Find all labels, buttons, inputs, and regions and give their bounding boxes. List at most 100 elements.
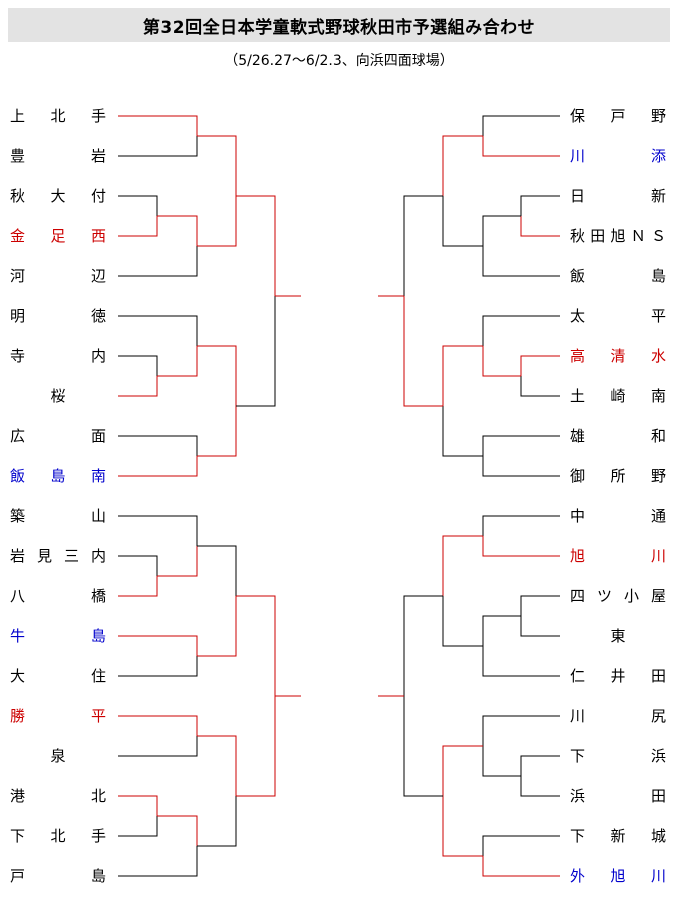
right-team-7: 高清水 [570,347,667,365]
line-right-s4 [403,696,443,797]
line-right-t2 [482,136,560,157]
line-left-t15 [118,656,198,677]
line-right-t12 [482,536,560,557]
line-left-m2 [157,346,198,377]
line-left-q2b [197,406,237,457]
line-left-q2a [197,345,237,406]
line-left-q3b [197,596,237,657]
left-team-10: 飯島南 [10,467,107,485]
right-team-16: 川尻 [570,707,667,725]
right-team-2: 川添 [570,147,667,165]
left-team-8: 桜 [50,387,66,405]
line-left-s3 [236,595,276,696]
line-left-q1b [197,196,237,247]
line-left-q4a [197,735,237,796]
line-left-t6 [118,315,198,346]
line-right-m2 [482,346,521,377]
right-team-20: 外旭川 [570,867,667,885]
line-left-t7 [118,355,158,376]
right-team-17: 下浜 [570,747,667,765]
line-right-q2b [442,406,483,457]
line-right-q3b [442,596,483,647]
title-bar: 第32回全日本学童軟式野球秋田市予選組み合わせ [8,8,670,42]
line-left-t2 [118,136,198,157]
left-team-2: 豊岩 [10,147,107,165]
line-right-t9 [482,435,560,456]
line-right-q4b [442,796,483,857]
line-left-t10 [118,456,198,477]
left-team-1: 上北手 [10,107,107,125]
line-right-q1b [442,196,483,247]
line-left-t13 [118,576,158,597]
left-team-18: 港北 [10,787,107,805]
line-left-t8 [118,376,158,397]
line-left-t20 [118,846,198,877]
left-team-16: 勝平 [10,707,107,725]
line-left-q4b [197,796,237,847]
left-team-11: 築山 [10,507,107,525]
right-team-15: 仁井田 [570,667,667,685]
line-left-t12 [118,555,158,576]
line-left-t17 [118,736,198,757]
line-right-t6 [482,315,560,346]
line-right-t19 [482,835,560,856]
line-left-q3a [197,545,237,596]
right-team-10: 御所野 [570,467,667,485]
line-right-t20 [482,856,560,877]
line-right-m3 [482,615,521,646]
line-right-t13 [520,595,560,616]
right-team-14: 東 [610,627,626,645]
line-left-t16 [118,715,198,736]
line-right-q2a [442,345,483,406]
left-team-17: 泉 [50,747,66,765]
right-team-11: 中通 [570,507,667,525]
line-right-t11 [482,515,560,536]
line-left-t1 [118,115,198,136]
right-team-9: 雄和 [570,427,667,445]
line-left-t9 [118,435,198,456]
line-left-t11 [118,515,198,546]
left-team-9: 広面 [10,427,107,445]
line-left-t18 [118,795,158,816]
line-right-m1 [482,215,521,246]
line-right-t14 [520,616,560,637]
left-team-4: 金足西 [10,227,107,245]
line-left-s2 [236,296,276,407]
line-left-t19 [118,816,158,837]
line-right-t5 [482,246,560,277]
line-right-t3 [520,195,560,216]
right-team-6: 太平 [570,307,667,325]
line-right-q4a [442,745,483,796]
line-right-q3a [442,535,483,596]
line-right-t8 [520,376,560,397]
line-left-m1 [157,215,198,246]
line-left-m4 [157,815,198,846]
left-bracket [118,115,301,877]
right-team-5: 飯島 [570,267,667,285]
right-team-3: 日新 [570,187,667,205]
line-left-t14 [118,635,198,656]
left-team-12: 岩見三内 [10,547,107,565]
line-left-t5 [118,246,198,277]
line-right-t1 [482,115,560,136]
line-right-t16 [482,715,560,746]
line-left-q1a [197,135,237,196]
right-team-18: 浜田 [570,787,667,805]
right-team-8: 土崎南 [570,387,667,405]
line-left-t3 [118,195,158,216]
line-right-m4 [482,746,521,777]
left-team-13: 八橋 [10,587,107,605]
left-team-5: 河辺 [10,267,107,285]
right-team-19: 下新城 [570,827,667,845]
left-team-7: 寺内 [10,347,107,365]
left-team-6: 明徳 [10,307,107,325]
left-team-3: 秋大付 [10,187,107,205]
line-right-t7 [520,355,560,376]
left-team-19: 下北手 [10,827,107,845]
line-left-m3 [157,546,198,577]
line-right-t10 [482,456,560,477]
page-subtitle: （5/26.27～6/2.3、向浜四面球場） [224,53,454,69]
line-right-t18 [520,776,560,797]
right-team-12: 旭川 [570,547,667,565]
